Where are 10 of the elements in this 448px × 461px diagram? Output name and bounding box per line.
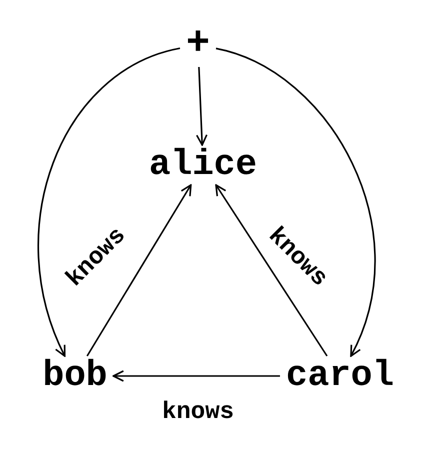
arrow xyxy=(112,370,280,382)
node-label: carol xyxy=(286,358,394,394)
arrow xyxy=(215,184,328,356)
arrow xyxy=(196,66,208,146)
arrow xyxy=(216,48,376,357)
arrow xyxy=(38,48,180,357)
arrow xyxy=(86,184,192,356)
node-label: + xyxy=(186,25,210,65)
node-label: bob xyxy=(42,358,108,394)
node-label: alice xyxy=(148,147,258,183)
